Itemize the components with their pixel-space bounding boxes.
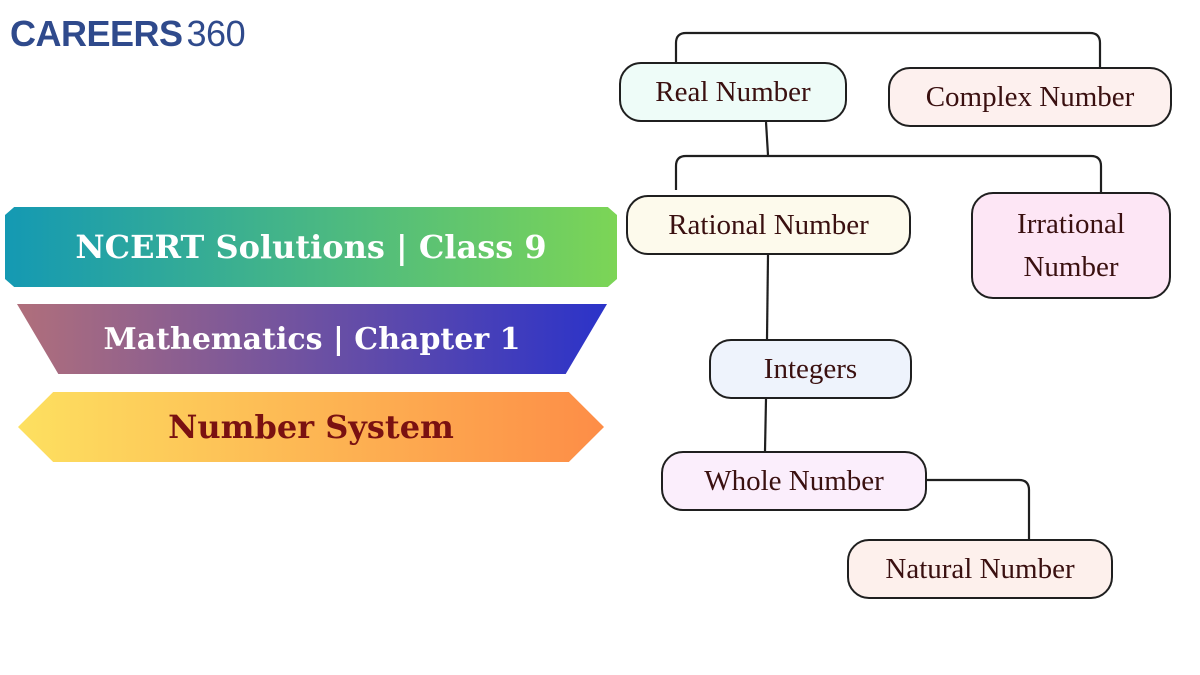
logo-number-text: 360	[186, 13, 246, 54]
node-natural-number-label: Natural Number	[885, 552, 1075, 585]
topic-banner-text: Number System	[168, 408, 454, 446]
connector-integers-whole	[763, 398, 768, 452]
node-irrational-number-label: Irrational Number	[1017, 208, 1125, 283]
node-real-number: Real Number	[619, 62, 847, 122]
node-integers: Integers	[709, 339, 912, 399]
connector-rational-irrational	[674, 154, 1103, 192]
node-integers-label: Integers	[763, 352, 858, 385]
subject-banner-text: Mathematics | Chapter 1	[103, 321, 521, 357]
node-irrational-number: Irrational Number	[971, 192, 1171, 299]
topic-banner: Number System	[18, 392, 604, 462]
connector-real-complex	[674, 31, 1102, 67]
node-complex-number: Complex Number	[888, 67, 1172, 127]
node-whole-number: Whole Number	[661, 451, 927, 511]
node-real-number-label: Real Number	[655, 75, 811, 108]
connector-rational-integers	[765, 254, 770, 340]
node-rational-number: Rational Number	[626, 195, 911, 255]
node-complex-number-label: Complex Number	[925, 80, 1135, 113]
subject-banner: Mathematics | Chapter 1	[17, 304, 607, 374]
title-banner-text: NCERT Solutions | Class 9	[75, 228, 547, 266]
node-whole-number-label: Whole Number	[704, 464, 884, 497]
node-natural-number: Natural Number	[847, 539, 1113, 599]
node-rational-number-label: Rational Number	[668, 208, 869, 241]
logo-brand-text: CAREERS	[10, 13, 183, 54]
connector-whole-natural	[926, 478, 1031, 539]
title-banner: NCERT Solutions | Class 9	[5, 207, 617, 287]
connector-real-branch	[764, 121, 770, 156]
